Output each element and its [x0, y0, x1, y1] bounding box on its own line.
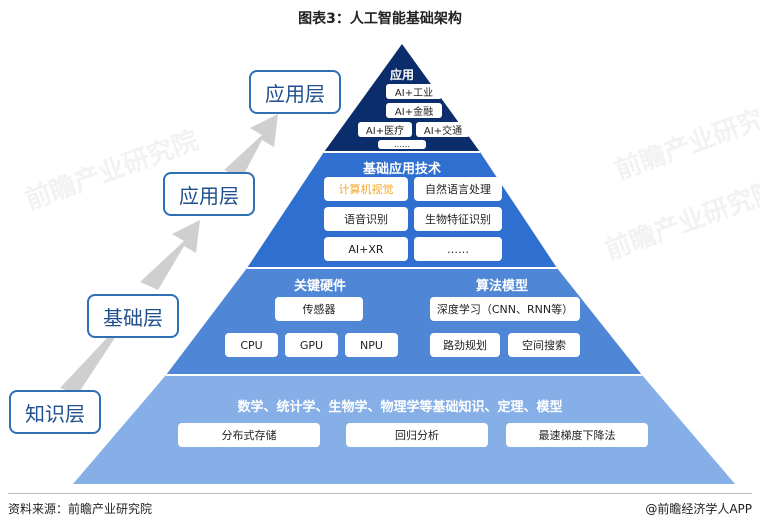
tech-heading: 基础应用技术 [362, 162, 441, 177]
algorithm-item-space-search: 空间搜索 [508, 333, 580, 357]
side-label-base: 基础层 [87, 294, 179, 338]
knowledge-item-gradient-descent: 最速梯度下降法 [506, 423, 648, 447]
tech-item-nlp: 自然语言处理 [414, 177, 502, 201]
app-item-finance: AI+金融 [386, 103, 442, 118]
app-item-more: …… [378, 140, 426, 149]
app-item-industry: AI+工业 [386, 84, 442, 99]
app-item-medical: AI+医疗 [358, 122, 412, 137]
figure-title: 图表3：人工智能基础架构 [298, 11, 462, 27]
footer-brand: @前瞻经济学人APP [645, 502, 752, 516]
hardware-item-gpu: GPU [285, 333, 338, 357]
hardware-item-sensor: 传感器 [275, 297, 363, 321]
side-label-application-top: 应用层 [249, 70, 341, 114]
side-label-knowledge: 知识层 [9, 390, 101, 434]
app-item-traffic: AI+交通 [416, 122, 470, 137]
pyramid-level-base [166, 268, 642, 375]
arrow-tech-to-app [224, 114, 278, 178]
footer-divider [8, 493, 752, 494]
algorithm-item-path-planning: 路劲规划 [430, 333, 500, 357]
algorithm-heading: 算法模型 [475, 279, 528, 294]
knowledge-heading: 数学、统计学、生物学、物理学等基础知识、定理、模型 [237, 400, 563, 415]
apex-heading: 应用 [389, 68, 414, 82]
tech-item-more: …… [414, 237, 502, 261]
tech-item-biometric: 生物特征识别 [414, 207, 502, 231]
hardware-heading: 关键硬件 [293, 279, 346, 294]
hardware-item-npu: NPU [345, 333, 398, 357]
knowledge-item-regression: 回归分析 [346, 423, 488, 447]
tech-item-cv: 计算机视觉 [324, 177, 408, 201]
arrow-base-to-tech [140, 220, 200, 290]
footer-source: 资料来源：前瞻产业研究院 [8, 502, 153, 516]
tech-item-speech: 语音识别 [324, 207, 408, 231]
algorithm-item-deep-learning: 深度学习（CNN、RNN等） [430, 297, 580, 321]
arrow-knowledge-to-base [60, 304, 136, 394]
tech-item-xr: AI+XR [324, 237, 408, 261]
side-label-application: 应用层 [163, 172, 255, 216]
knowledge-item-distributed-storage: 分布式存储 [178, 423, 320, 447]
hardware-item-cpu: CPU [225, 333, 278, 357]
